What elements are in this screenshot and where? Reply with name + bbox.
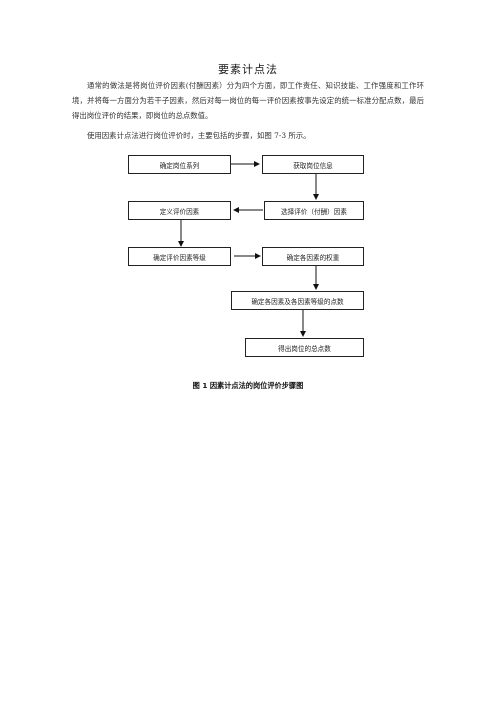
- box-get-info: 获取岗位信息: [262, 155, 364, 174]
- figure-caption: 图 1 因素计点法的岗位评价步骤图: [192, 381, 304, 390]
- box-confirm-series: 确定岗位系列: [128, 155, 231, 174]
- box-select-factors: 选择评价（付酬）因素: [264, 201, 364, 220]
- box-factor-levels: 确定评价因素等级: [128, 247, 231, 266]
- document-title: 要素计点法: [218, 63, 278, 76]
- box-total-points: 得出岗位的总点数: [245, 338, 364, 357]
- box-factor-weights: 确定各因素的权重: [262, 247, 364, 266]
- box-level-points: 确定各因素及各因素等级的点数: [231, 291, 364, 310]
- box-define-factors: 定义评价因素: [128, 201, 231, 220]
- steps-paragraph: 使用因素计点法进行岗位评价时，主要包括的步骤，如图 7-3 所示。: [87, 131, 311, 140]
- intro-paragraph: 通常的做法是将岗位评价因素(付酬因素）分为四个方面，即工作责任、知识技能、工作强…: [72, 81, 424, 120]
